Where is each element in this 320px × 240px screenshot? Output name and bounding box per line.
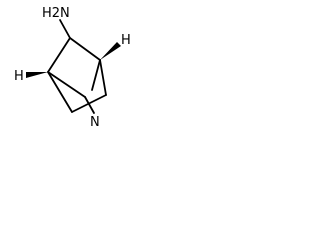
- bond-skeleton: [47, 19, 107, 114]
- bond-c7-c4: [69, 37, 101, 61]
- wedge-bond-left-h: [26, 72, 48, 78]
- wedge-bond-right-h: [100, 42, 121, 60]
- stereo-hydrogen-left-label: H: [14, 69, 24, 84]
- bond-c1-c2: [47, 71, 73, 113]
- bond-c7-c1: [47, 37, 71, 73]
- bond-c4-c3: [91, 59, 101, 91]
- bond-c4-c5: [99, 59, 107, 96]
- stereo-wedges: [26, 42, 121, 78]
- molecular-structure-diagram: H2N N H H: [14, 6, 131, 130]
- bond-c1-c6: [47, 71, 86, 98]
- amine-label: H2N: [42, 6, 70, 21]
- ring-nitrogen-label: N: [90, 115, 100, 130]
- stereo-hydrogen-right-label: H: [121, 33, 131, 48]
- bond-c7-nh2: [59, 19, 71, 39]
- bond-c6-n: [84, 96, 95, 114]
- atom-labels: H2N N H H: [14, 6, 131, 130]
